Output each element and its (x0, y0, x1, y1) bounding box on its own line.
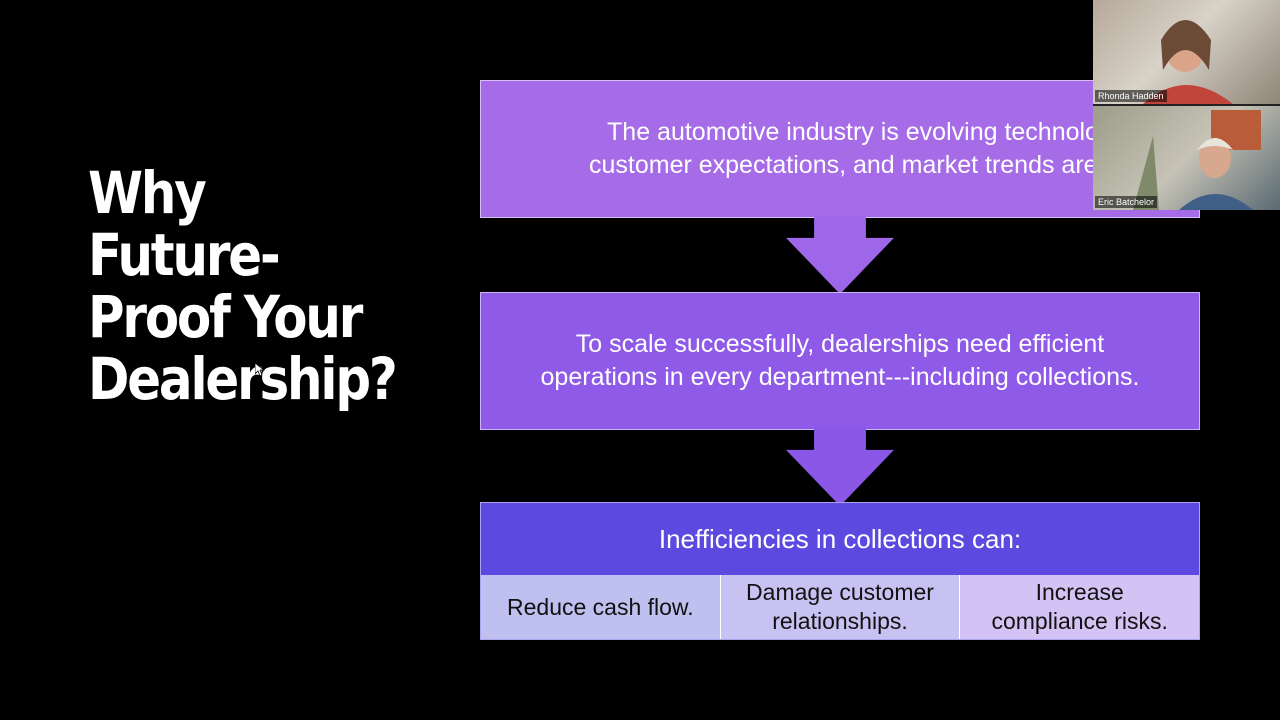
inefficiency-item: Increase compliance risks. (959, 575, 1200, 639)
participant-name-label: Rhonda Hadden (1095, 90, 1167, 102)
flow-box-inefficiencies: Inefficiencies in collections can: Reduc… (480, 502, 1200, 640)
participant-video-tile[interactable]: Rhonda Hadden (1093, 0, 1280, 104)
down-arrow-icon (786, 428, 894, 506)
flow-box-text-line: customer expectations, and market trends… (588, 151, 1118, 179)
flow-box-operations: To scale successfully, dealerships need … (480, 292, 1200, 430)
participant-name-label: Eric Batchelor (1095, 196, 1158, 208)
mouse-cursor-icon (255, 363, 265, 377)
flow-box-header: Inefficiencies in collections can: (658, 523, 1022, 554)
participant-video-tile[interactable]: Eric Batchelor (1093, 106, 1280, 210)
inefficiency-item: Damage customer relationships. (719, 575, 960, 639)
flow-box-text-line: To scale successfully, dealerships need … (575, 330, 1105, 358)
down-arrow-icon (786, 216, 894, 294)
inefficiency-item-line: Increase (1035, 579, 1124, 605)
flow-box-industry: The automotive industry is evolving tech… (480, 80, 1200, 218)
participant-avatar-icon (1133, 110, 1261, 210)
inefficiency-item-line: compliance risks. (991, 608, 1168, 634)
slide-title-line: Why Future- (88, 159, 281, 289)
flow-box-text-line: operations in every department---includi… (540, 363, 1140, 391)
slide-title: Why Future- Proof Your Dealership? (88, 159, 398, 413)
participant-avatar-icon (1143, 20, 1233, 104)
flow-box-text-line: The automotive industry is evolving tech… (607, 118, 1099, 146)
inefficiency-item-line: Damage customer (746, 579, 934, 605)
slide-title-line: Proof Your (88, 283, 363, 351)
participant-video-panel: Rhonda Hadden Eric Batchelor (1093, 0, 1280, 210)
inefficiency-item-line: relationships. (772, 608, 908, 634)
inefficiency-item-line: Reduce cash flow. (507, 593, 694, 620)
slide-title-line: Dealership? (88, 345, 398, 413)
inefficiency-item: Reduce cash flow. (481, 575, 720, 639)
